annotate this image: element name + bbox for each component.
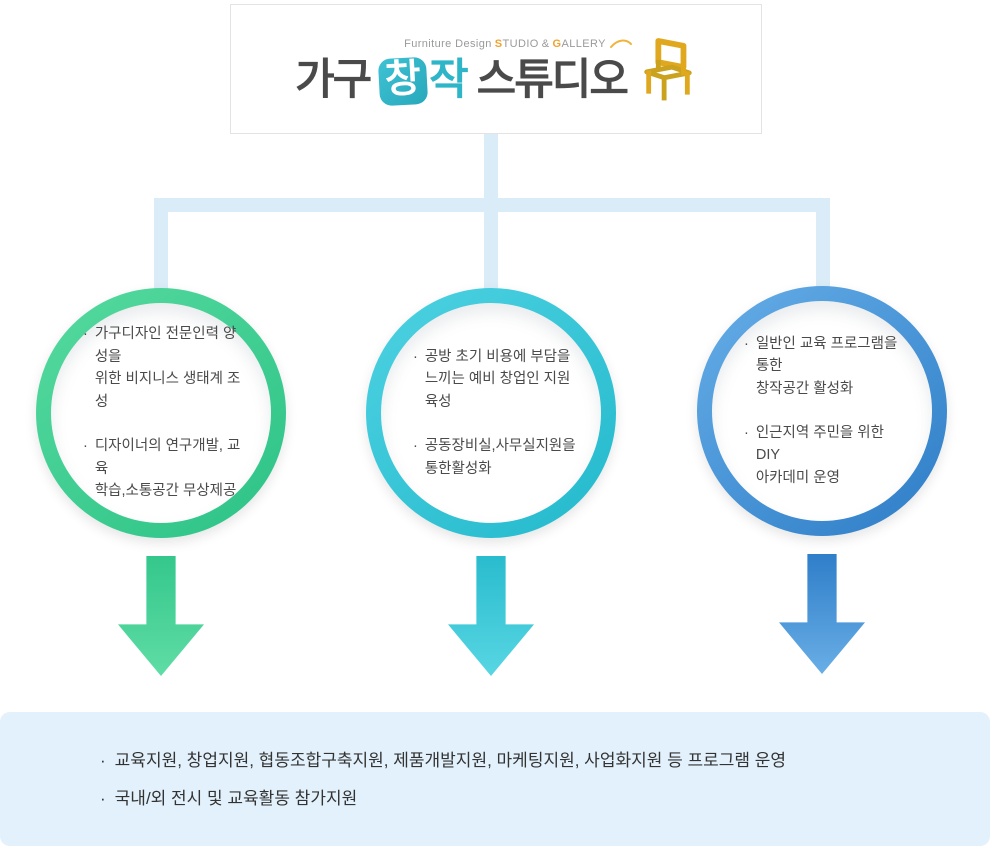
footer-line: · 국내/외 전시 및 교육활동 참가지원	[100, 788, 950, 810]
logo-char-jak: 작	[429, 56, 469, 105]
circle-item: · 가구디자인 전문인력 양성을 위한 비지니스 생태계 조성	[83, 323, 247, 413]
circle-teal-content: · 공방 초기 비용에 부담을 느끼는 예비 창업인 지원 육성 · 공동장비실…	[381, 303, 601, 523]
tagline-amp: &	[541, 37, 550, 50]
bullet-glyph: ·	[413, 348, 418, 365]
connector-vertical-center	[484, 134, 498, 292]
bullet-glyph: ·	[744, 335, 749, 352]
footer-line: · 교육지원, 창업지원, 협동조합구축지원, 제품개발지원, 마케팅지원, 사…	[100, 750, 950, 772]
tagline-part1: Furniture Design	[404, 37, 492, 50]
down-arrow-teal	[448, 556, 534, 676]
bullet-glyph: ·	[100, 751, 106, 770]
logo-tagline: Furniture Design STUDIO & GALLERY	[404, 37, 633, 50]
circle-blue-content: · 일반인 교육 프로그램을 통한 창작공간 활성화 · 인근지역 주민을 위한…	[712, 301, 932, 521]
tagline-studio: STUDIO	[494, 37, 539, 50]
connector-vertical-right	[816, 198, 830, 292]
circle-item: · 인근지역 주민을 위한 DIY 아카데미 운영	[744, 422, 908, 489]
bullet-glyph: ·	[100, 789, 106, 809]
circle-item-text: 가구디자인 전문인력 양성을 위한 비지니스 생태계 조성	[94, 326, 241, 410]
circle-green: · 가구디자인 전문인력 양성을 위한 비지니스 생태계 조성 · 디자이너의 …	[36, 288, 286, 538]
bullet-glyph: ·	[413, 438, 418, 455]
logo-word-gagu: 가구	[295, 56, 372, 105]
bullet-glyph: ·	[744, 425, 749, 441]
circle-item: · 일반인 교육 프로그램을 통한 창작공간 활성화	[744, 333, 908, 400]
circle-green-content: · 가구디자인 전문인력 양성을 위한 비지니스 생태계 조성 · 디자이너의 …	[51, 303, 271, 523]
circle-item-text: 공방 초기 비용에 부담을 느끼는 예비 창업인 지원 육성	[424, 348, 571, 410]
circle-item-text: 디자이너의 연구개발, 교육 학습,소통공간 무상제공	[94, 438, 241, 500]
circle-item: · 공동장비실,사무실지원을 통한활성화	[413, 435, 577, 480]
logo-title: 가구 창 작 스튜디오	[295, 56, 629, 106]
footer-panel: · 교육지원, 창업지원, 협동조합구축지원, 제품개발지원, 마케팅지원, 사…	[0, 712, 990, 846]
circle-item-text: 일반인 교육 프로그램을 통한 창작공간 활성화	[755, 335, 898, 397]
bullet-glyph: ·	[83, 326, 88, 343]
logo-char-chang: 창	[378, 56, 429, 106]
circle-teal: · 공방 초기 비용에 부담을 느끼는 예비 창업인 지원 육성 · 공동장비실…	[366, 288, 616, 538]
circle-item: · 디자이너의 연구개발, 교육 학습,소통공간 무상제공	[83, 435, 247, 502]
down-arrow-blue	[779, 554, 865, 674]
circle-item-text: 공동장비실,사무실지원을 통한활성화	[424, 438, 576, 477]
logo: Furniture Design STUDIO & GALLERY 가구 창 작…	[230, 4, 762, 134]
footer-line-text: 교육지원, 창업지원, 협동조합구축지원, 제품개발지원, 마케팅지원, 사업화…	[114, 751, 787, 770]
logo-text-block: Furniture Design STUDIO & GALLERY 가구 창 작…	[295, 33, 632, 106]
footer-line-text: 국내/외 전시 및 교육활동 참가지원	[114, 789, 358, 809]
circle-blue: · 일반인 교육 프로그램을 통한 창작공간 활성화 · 인근지역 주민을 위한…	[697, 286, 947, 536]
connector-horizontal	[154, 198, 830, 212]
circle-item: · 공방 초기 비용에 부담을 느끼는 예비 창업인 지원 육성	[413, 346, 577, 413]
chair-icon	[644, 38, 692, 101]
bullet-glyph: ·	[83, 438, 88, 455]
swoosh-icon	[609, 39, 632, 49]
down-arrow-green	[118, 556, 204, 676]
circle-item-text: 인근지역 주민을 위한 DIY 아카데미 운영	[755, 425, 884, 486]
tagline-gallery: GALLERY	[552, 37, 606, 50]
connector-vertical-left	[154, 198, 168, 292]
logo-word-studio: 스튜디오	[476, 56, 629, 105]
